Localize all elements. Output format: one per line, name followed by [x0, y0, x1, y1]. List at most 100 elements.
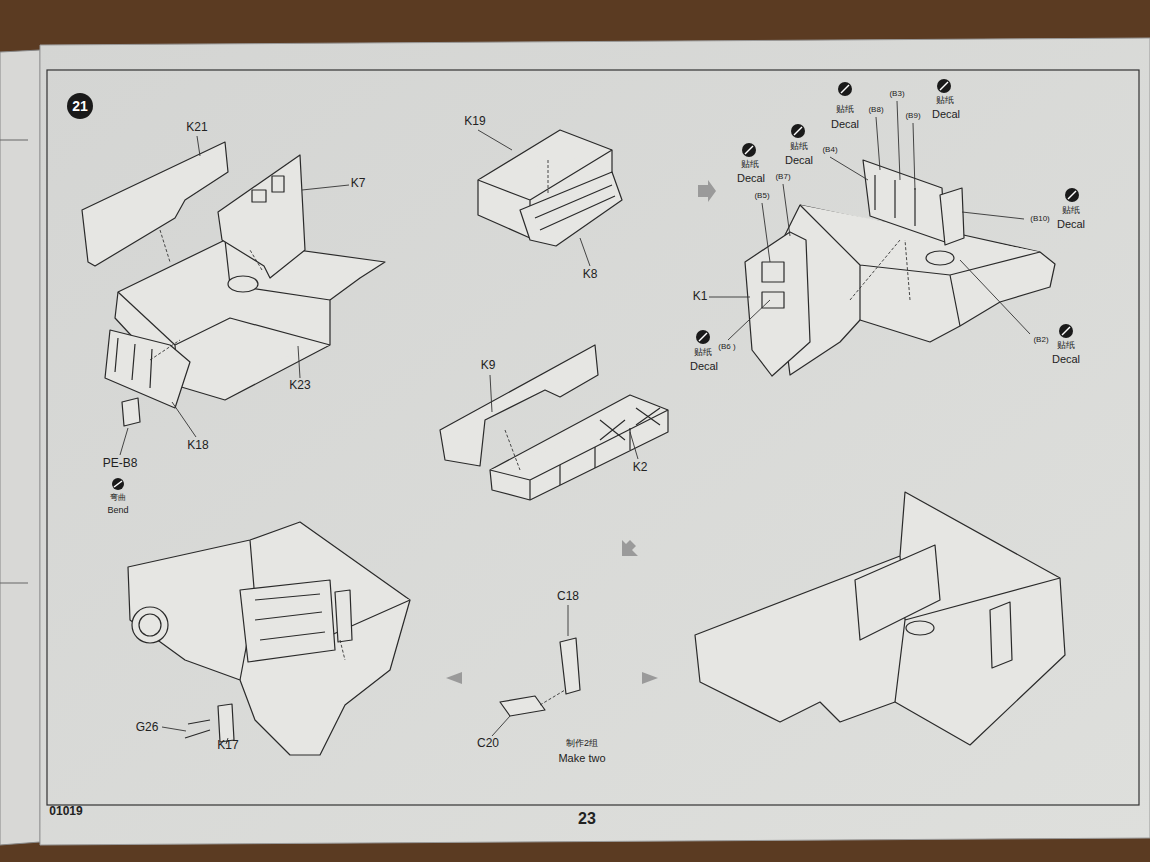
- line-art: [783, 184, 790, 236]
- line-art: [490, 375, 492, 412]
- line-art: [520, 172, 622, 246]
- line-art: [218, 155, 305, 278]
- line-art: [132, 607, 168, 643]
- note-text: Make two: [558, 752, 605, 764]
- note-text: 弯曲: [110, 494, 126, 503]
- line-art: [897, 101, 900, 180]
- line-art: [490, 395, 668, 500]
- line-art: [568, 605, 569, 636]
- step-arrows: [446, 180, 716, 684]
- line-art: [122, 398, 140, 426]
- line-art: [622, 540, 638, 556]
- line-art: [128, 522, 410, 755]
- line-art: [990, 602, 1012, 668]
- line-art: [490, 410, 668, 500]
- line-art: [696, 330, 710, 344]
- decal-note: Decal: [690, 360, 718, 372]
- line-art: [240, 580, 335, 662]
- line-art: [863, 160, 945, 242]
- line-art: [906, 621, 934, 635]
- line-art: [875, 175, 915, 226]
- line-art: [218, 704, 234, 742]
- line-art: [850, 240, 900, 300]
- line-art: [838, 82, 852, 96]
- decal-note: 贴纸: [1057, 341, 1075, 351]
- part-label: (B3): [889, 90, 904, 99]
- line-art: [699, 333, 707, 341]
- line-art: [162, 727, 186, 731]
- line-art: [913, 123, 915, 190]
- line-art: [0, 140, 28, 141]
- line-art: [0, 583, 28, 584]
- line-art: [698, 180, 716, 202]
- line-art: [302, 185, 349, 190]
- line-art: [115, 338, 152, 388]
- decal-icons: [112, 79, 1079, 490]
- line-art: [745, 146, 753, 154]
- line-art: [855, 545, 940, 640]
- line-art: [745, 232, 810, 376]
- line-art: [905, 240, 910, 300]
- note-text: Bend: [107, 506, 128, 516]
- line-art: [1065, 188, 1079, 202]
- line-art: [505, 430, 520, 470]
- line-art: [272, 176, 284, 192]
- part-label: PE-B8: [103, 457, 138, 470]
- line-art: [937, 79, 951, 93]
- line-art: [105, 330, 190, 408]
- assembly-arrows: [150, 160, 910, 705]
- line-art: [228, 276, 258, 292]
- line-art: [1062, 327, 1070, 335]
- line-art: [1059, 324, 1073, 338]
- line-art: [82, 142, 228, 266]
- line-art: [255, 594, 325, 640]
- part-label: K7: [351, 177, 366, 190]
- decal-note: Decal: [1057, 218, 1085, 230]
- decal-note: 贴纸: [741, 160, 759, 170]
- line-art: [492, 716, 510, 736]
- page-number: 23: [578, 810, 596, 828]
- line-art: [580, 238, 590, 266]
- line-art: [139, 614, 161, 636]
- part-label: K2: [633, 461, 648, 474]
- line-art: [962, 212, 1024, 219]
- line-art: [709, 297, 750, 298]
- part-label: G26: [136, 721, 159, 734]
- part-label: (B2): [1033, 336, 1048, 345]
- line-art: [240, 540, 410, 680]
- line-art: [478, 130, 512, 150]
- line-art: [841, 85, 849, 93]
- line-art: [540, 690, 565, 705]
- step-number: 21: [67, 93, 93, 119]
- line-art: [114, 481, 122, 487]
- note-text: 制作2组: [566, 739, 598, 749]
- line-art: [298, 346, 300, 378]
- line-art: [762, 292, 784, 308]
- line-art: [728, 300, 770, 340]
- part-label: C18: [557, 590, 579, 603]
- line-art: [960, 260, 1030, 334]
- line-art: [112, 478, 124, 490]
- line-art: [340, 640, 345, 660]
- decal-note: Decal: [831, 118, 859, 130]
- line-art: [830, 157, 868, 180]
- code-number: 01019: [49, 805, 82, 818]
- part-label: (B7): [775, 173, 790, 182]
- line-art: [446, 672, 462, 684]
- decal-note: Decal: [737, 172, 765, 184]
- line-art: [742, 143, 756, 157]
- line-art: [560, 638, 580, 694]
- part-label: (B10): [1030, 215, 1050, 224]
- line-art: [762, 203, 770, 262]
- part-label: K17: [217, 739, 238, 752]
- decal-note: 贴纸: [1062, 206, 1080, 216]
- step-number-text: 21: [72, 98, 88, 114]
- line-art: [926, 251, 954, 265]
- part-label: (B9): [905, 112, 920, 121]
- line-art: [940, 188, 964, 245]
- line-art: [876, 117, 880, 170]
